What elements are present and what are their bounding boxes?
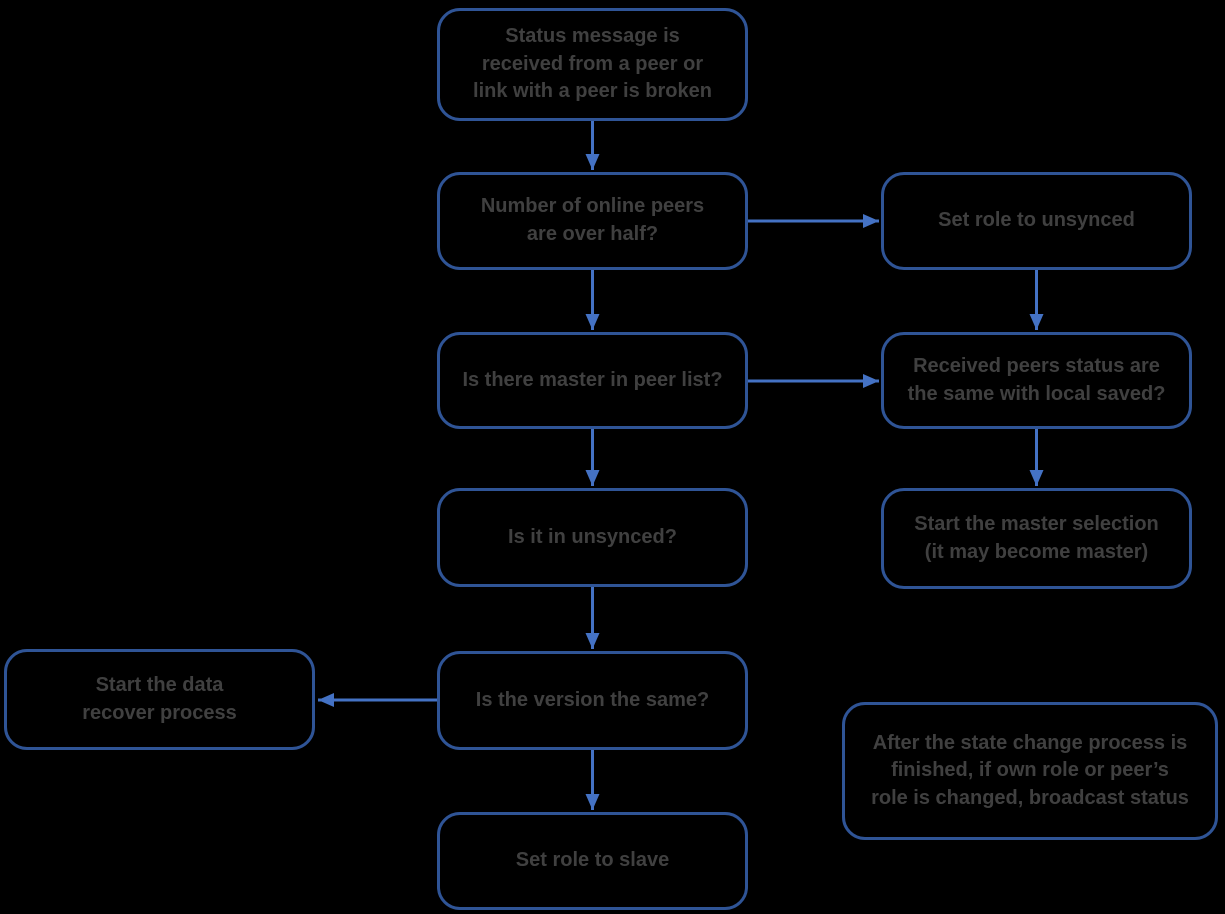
node-start-master-selection-label: Start the master selection (it may becom… <box>914 512 1159 563</box>
node-set-role-slave: Set role to slave <box>437 812 748 910</box>
node-status-message-label: Status message is received from a peer o… <box>473 25 712 103</box>
note-broadcast-status-label: After the state change process is finish… <box>871 731 1189 809</box>
node-received-status-same-label: Received peers status are the same with … <box>907 354 1166 405</box>
node-is-it-in-unsynced-label: Is it in unsynced? <box>508 525 677 548</box>
node-online-peers-over-half-label: Number of online peers are over half? <box>480 195 705 245</box>
node-online-peers-over-half: Number of online peers are over half? <box>437 172 748 270</box>
node-received-status-same: Received peers status are the same with … <box>881 332 1192 429</box>
node-is-version-same: Is the version the same? <box>437 651 748 750</box>
note-broadcast-status: After the state change process is finish… <box>842 702 1218 840</box>
node-is-version-same-label: Is the version the same? <box>475 688 710 711</box>
node-start-master-selection: Start the master selection (it may becom… <box>881 488 1192 589</box>
node-start-data-recover: Start the data recover process <box>4 649 315 750</box>
node-status-message: Status message is received from a peer o… <box>437 8 748 121</box>
node-start-data-recover-label: Start the data recover process <box>82 673 237 724</box>
node-set-role-slave-label: Set role to slave <box>515 849 670 872</box>
node-set-role-unsynced-label: Set role to unsynced <box>938 209 1135 232</box>
node-is-it-in-unsynced: Is it in unsynced? <box>437 488 748 587</box>
node-set-role-unsynced: Set role to unsynced <box>881 172 1192 270</box>
node-master-in-peer-list: Is there master in peer list? <box>437 332 748 429</box>
node-master-in-peer-list-label: Is there master in peer list? <box>462 368 723 391</box>
